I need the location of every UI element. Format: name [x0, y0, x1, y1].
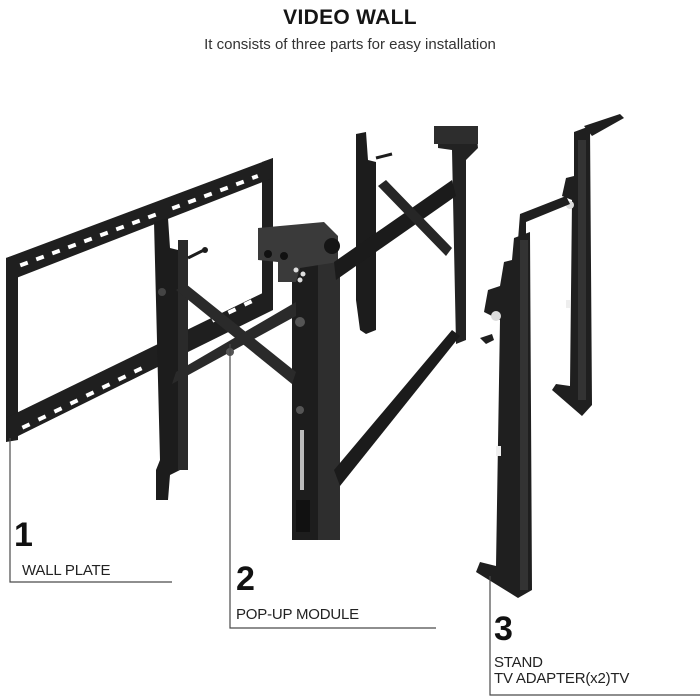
- page-title: VIDEO WALL: [283, 6, 417, 29]
- part-3-number: 3: [494, 610, 513, 648]
- tv-adapter-image: [476, 114, 624, 598]
- part-3-label-line2: TV ADAPTER(x2)TV: [494, 670, 630, 687]
- part-3-label-line1: STAND: [494, 654, 543, 671]
- leader-lines: [9, 344, 700, 696]
- part-1-number: 1: [14, 516, 33, 554]
- part-2-number: 2: [236, 560, 255, 598]
- part-1-label: WALL PLATE: [22, 562, 111, 579]
- pop-up-module-image: [154, 126, 478, 540]
- page-subtitle: It consists of three parts for easy inst…: [204, 36, 496, 53]
- part-2-label: POP-UP MODULE: [236, 606, 359, 623]
- wall-plate-image: [6, 158, 273, 442]
